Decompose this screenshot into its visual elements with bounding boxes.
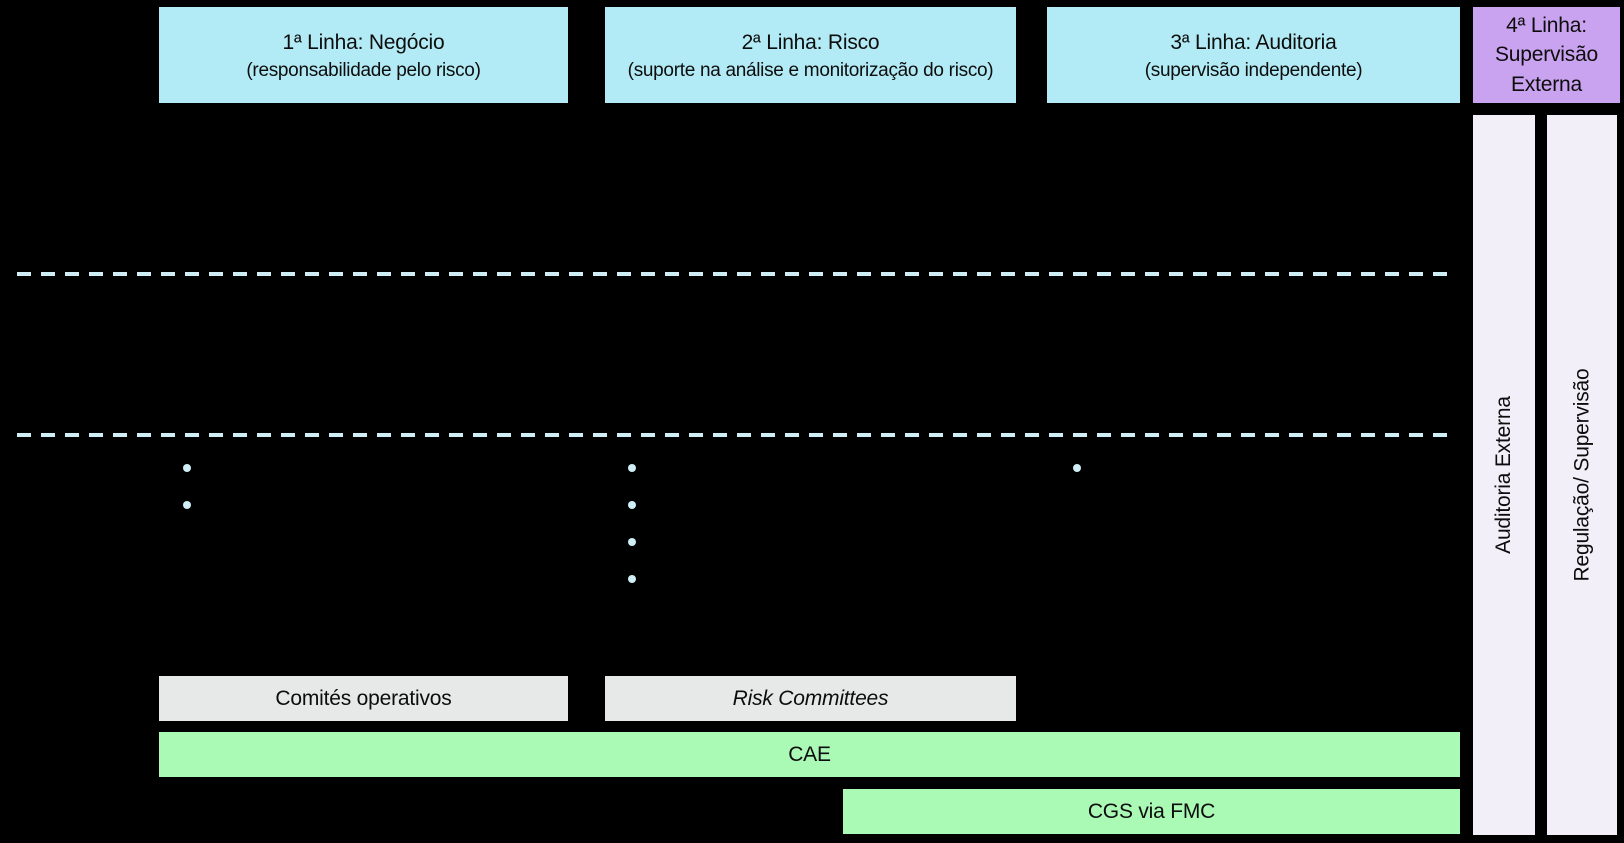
sidebar-regulacao-supervisao: Regulação/ Supervisão <box>1547 115 1617 835</box>
bullet-icon <box>1073 464 1081 472</box>
bullet-column-line3 <box>1073 464 1081 472</box>
bar-risk-committees-label: Risk Committees <box>732 686 889 710</box>
line2-title: 2ª Linha: Risco <box>741 31 880 55</box>
line3-title: 3ª Linha: Auditoria <box>1170 31 1337 55</box>
bar-cae: CAE <box>159 732 1460 777</box>
bar-risk-committees: Risk Committees <box>605 676 1016 721</box>
header-box-line3: 3ª Linha: Auditoria (supervisão independ… <box>1047 7 1460 103</box>
header-box-line1: 1ª Linha: Negócio (responsabilidade pelo… <box>159 7 568 103</box>
line3-subtitle: (supervisão independente) <box>1144 59 1363 81</box>
bar-cgs-via-fmc-label: CGS via FMC <box>1087 799 1216 823</box>
line2-subtitle: (suporte na análise e monitorização do r… <box>627 59 994 81</box>
bar-cae-label: CAE <box>788 742 831 766</box>
line1-subtitle: (responsabilidade pelo risco) <box>246 59 481 81</box>
header-box-line2: 2ª Linha: Risco (suporte na análise e mo… <box>605 7 1016 103</box>
header-box-line4: 4ª Linha: Supervisão Externa <box>1473 7 1620 103</box>
line1-title: 1ª Linha: Negócio <box>282 31 445 55</box>
line4-title: 4ª Linha: Supervisão Externa <box>1494 13 1599 96</box>
bullet-icon <box>183 464 191 472</box>
bullet-icon <box>628 501 636 509</box>
bullet-column-line2 <box>628 464 636 583</box>
bullet-icon <box>628 538 636 546</box>
sidebar-auditoria-externa-label: Auditoria Externa <box>1492 396 1516 554</box>
bullet-icon <box>628 464 636 472</box>
bullet-icon <box>183 501 191 509</box>
bullet-icon <box>628 575 636 583</box>
bar-comites-operativos: Comités operativos <box>159 676 568 721</box>
dashed-separator-bottom <box>17 433 1457 437</box>
dashed-separator-top <box>17 272 1457 276</box>
bar-cgs-via-fmc: CGS via FMC <box>843 789 1460 834</box>
bullet-column-line1 <box>183 464 191 509</box>
sidebar-regulacao-supervisao-label: Regulação/ Supervisão <box>1570 368 1593 582</box>
bar-comites-operativos-label: Comités operativos <box>275 686 452 710</box>
sidebar-auditoria-externa: Auditoria Externa <box>1473 115 1535 835</box>
